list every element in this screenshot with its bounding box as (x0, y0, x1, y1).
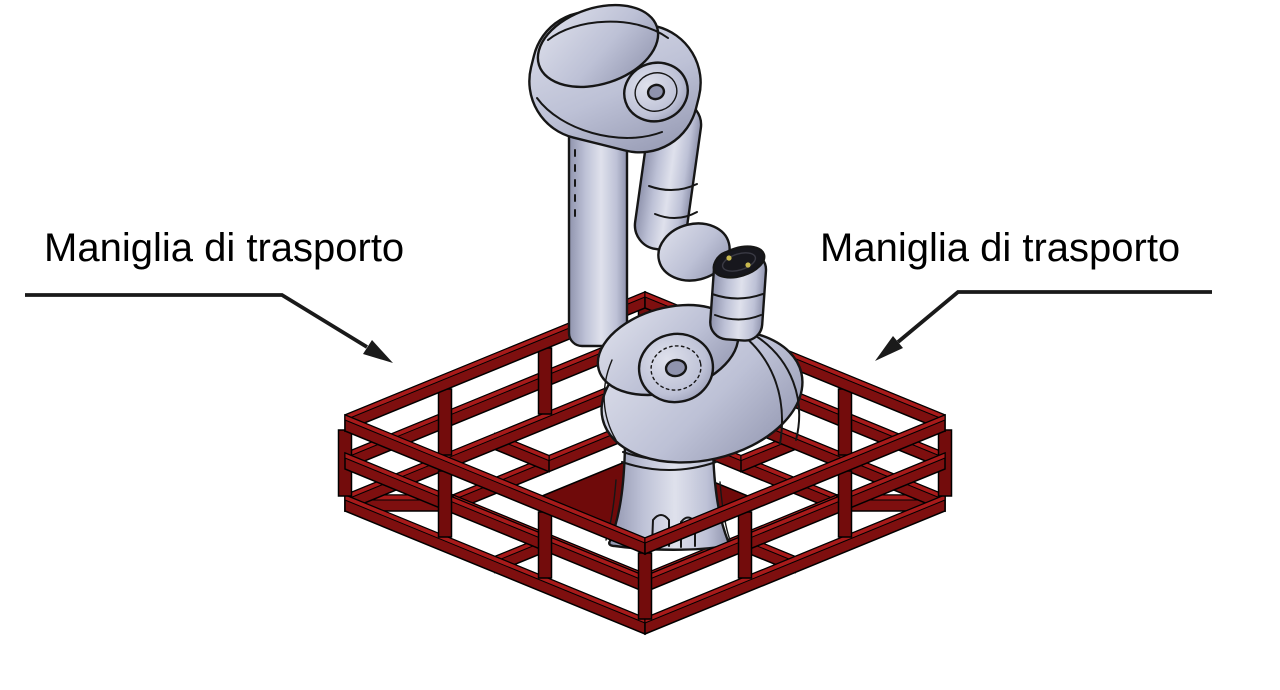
robot-wrist (657, 222, 768, 342)
frame-post (437, 388, 453, 456)
leader-arrow-left-icon (25, 293, 393, 363)
label-transport-handle-right: Maniglia di trasporto (820, 226, 1180, 270)
flange-screw-icon (745, 262, 751, 268)
flange-screw-icon (726, 255, 732, 261)
frame-post (737, 511, 753, 579)
robot-elbow-shell (536, 3, 660, 89)
frame-post (537, 511, 553, 579)
frame-post (537, 347, 553, 415)
frame-rail-top-face (644, 414, 946, 544)
robot-shoulder-cap (637, 332, 715, 404)
robot-wrist-joint (657, 222, 731, 282)
robot-tool-flange-ring (721, 252, 757, 272)
frame-post (837, 470, 853, 538)
transport-frame-front (344, 413, 946, 620)
leader-arrow-right-icon (875, 290, 1212, 361)
robot-elbow-seams (536, 20, 669, 139)
robot-elbow-cap (623, 61, 689, 123)
robot-forearm-bands (648, 183, 698, 219)
robot-arm (528, 3, 804, 551)
robot-tool-bands (711, 293, 764, 321)
annotations: Maniglia di trasporto Maniglia di traspo… (25, 226, 1212, 363)
label-transport-handle-left: Maniglia di trasporto (44, 226, 404, 270)
robot-shoulder-left-seam (603, 359, 617, 441)
robot-elbow-joint (528, 3, 702, 154)
frame-post (437, 470, 453, 538)
robot-shoulder-joint (596, 303, 804, 464)
frame-post (637, 552, 653, 620)
frame-post (837, 388, 853, 456)
